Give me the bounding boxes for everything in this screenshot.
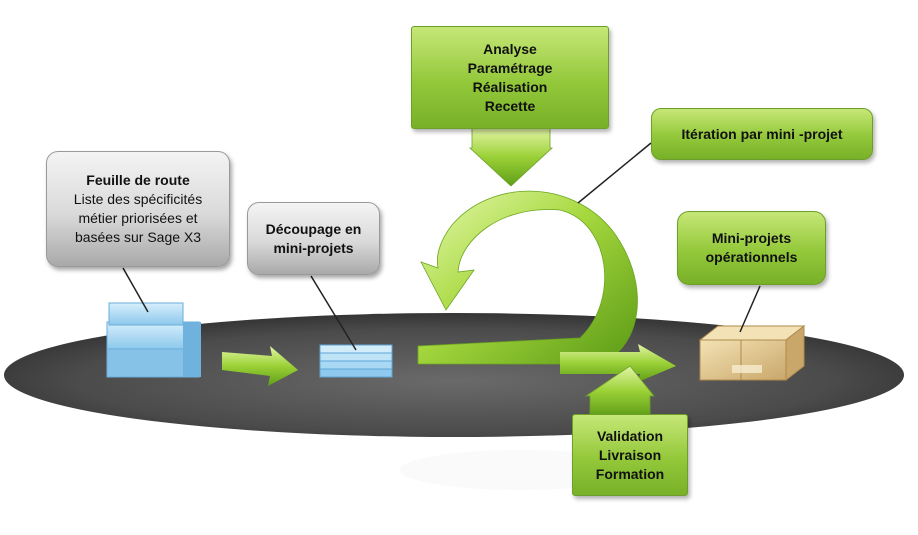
mini-projets-box: Mini-projets opérationnels	[677, 211, 826, 285]
callout-line-feuille	[122, 267, 149, 313]
callout-line-miniprojets	[739, 285, 761, 333]
validation-line-3: Formation	[595, 465, 665, 482]
down-arrow	[468, 127, 554, 187]
mini-projets-line-2: opérationnels	[705, 249, 798, 265]
platform-ellipse	[4, 313, 904, 437]
validation-line-2: Livraison	[598, 446, 662, 463]
analyse-line-3: Réalisation	[472, 78, 548, 95]
feuille-title: Feuille de route	[86, 172, 190, 188]
feuille-de-route-box: Feuille de route Liste des spécificités …	[46, 151, 230, 267]
feuille-line-1: Liste des spécificités	[73, 191, 203, 207]
decoupage-line-2: mini-projets	[273, 239, 354, 256]
callout-line-decoupage	[310, 275, 357, 351]
decoupage-box: Découpage en mini-projets	[247, 202, 380, 275]
analyse-line-1: Analyse	[483, 40, 537, 57]
callout-line-iteration	[577, 142, 652, 204]
mini-projets-line-1: Mini-projets	[711, 230, 792, 246]
cardboard-box-icon	[698, 324, 806, 382]
analyse-line-2: Paramétrage	[467, 59, 553, 76]
iteration-label: Itération par mini -projet	[681, 125, 843, 142]
decoupage-line-1: Découpage en	[265, 220, 362, 237]
validation-box: Validation Livraison Formation	[572, 414, 688, 496]
feuille-line-2: métier priorisées et	[78, 210, 198, 226]
feuille-line-3: basées sur Sage X3	[74, 229, 202, 245]
flow-arrow-1	[222, 346, 298, 386]
loop-outflow-arrow	[560, 344, 676, 382]
validation-line-1: Validation	[596, 427, 664, 444]
iteration-box: Itération par mini -projet	[651, 108, 873, 160]
analyse-line-4: Recette	[484, 97, 536, 114]
up-arrow	[584, 365, 655, 417]
blue-block-stack-icon	[106, 302, 201, 378]
analyse-box: Analyse Paramétrage Réalisation Recette	[411, 26, 609, 129]
iteration-loop-arrow	[417, 190, 638, 365]
